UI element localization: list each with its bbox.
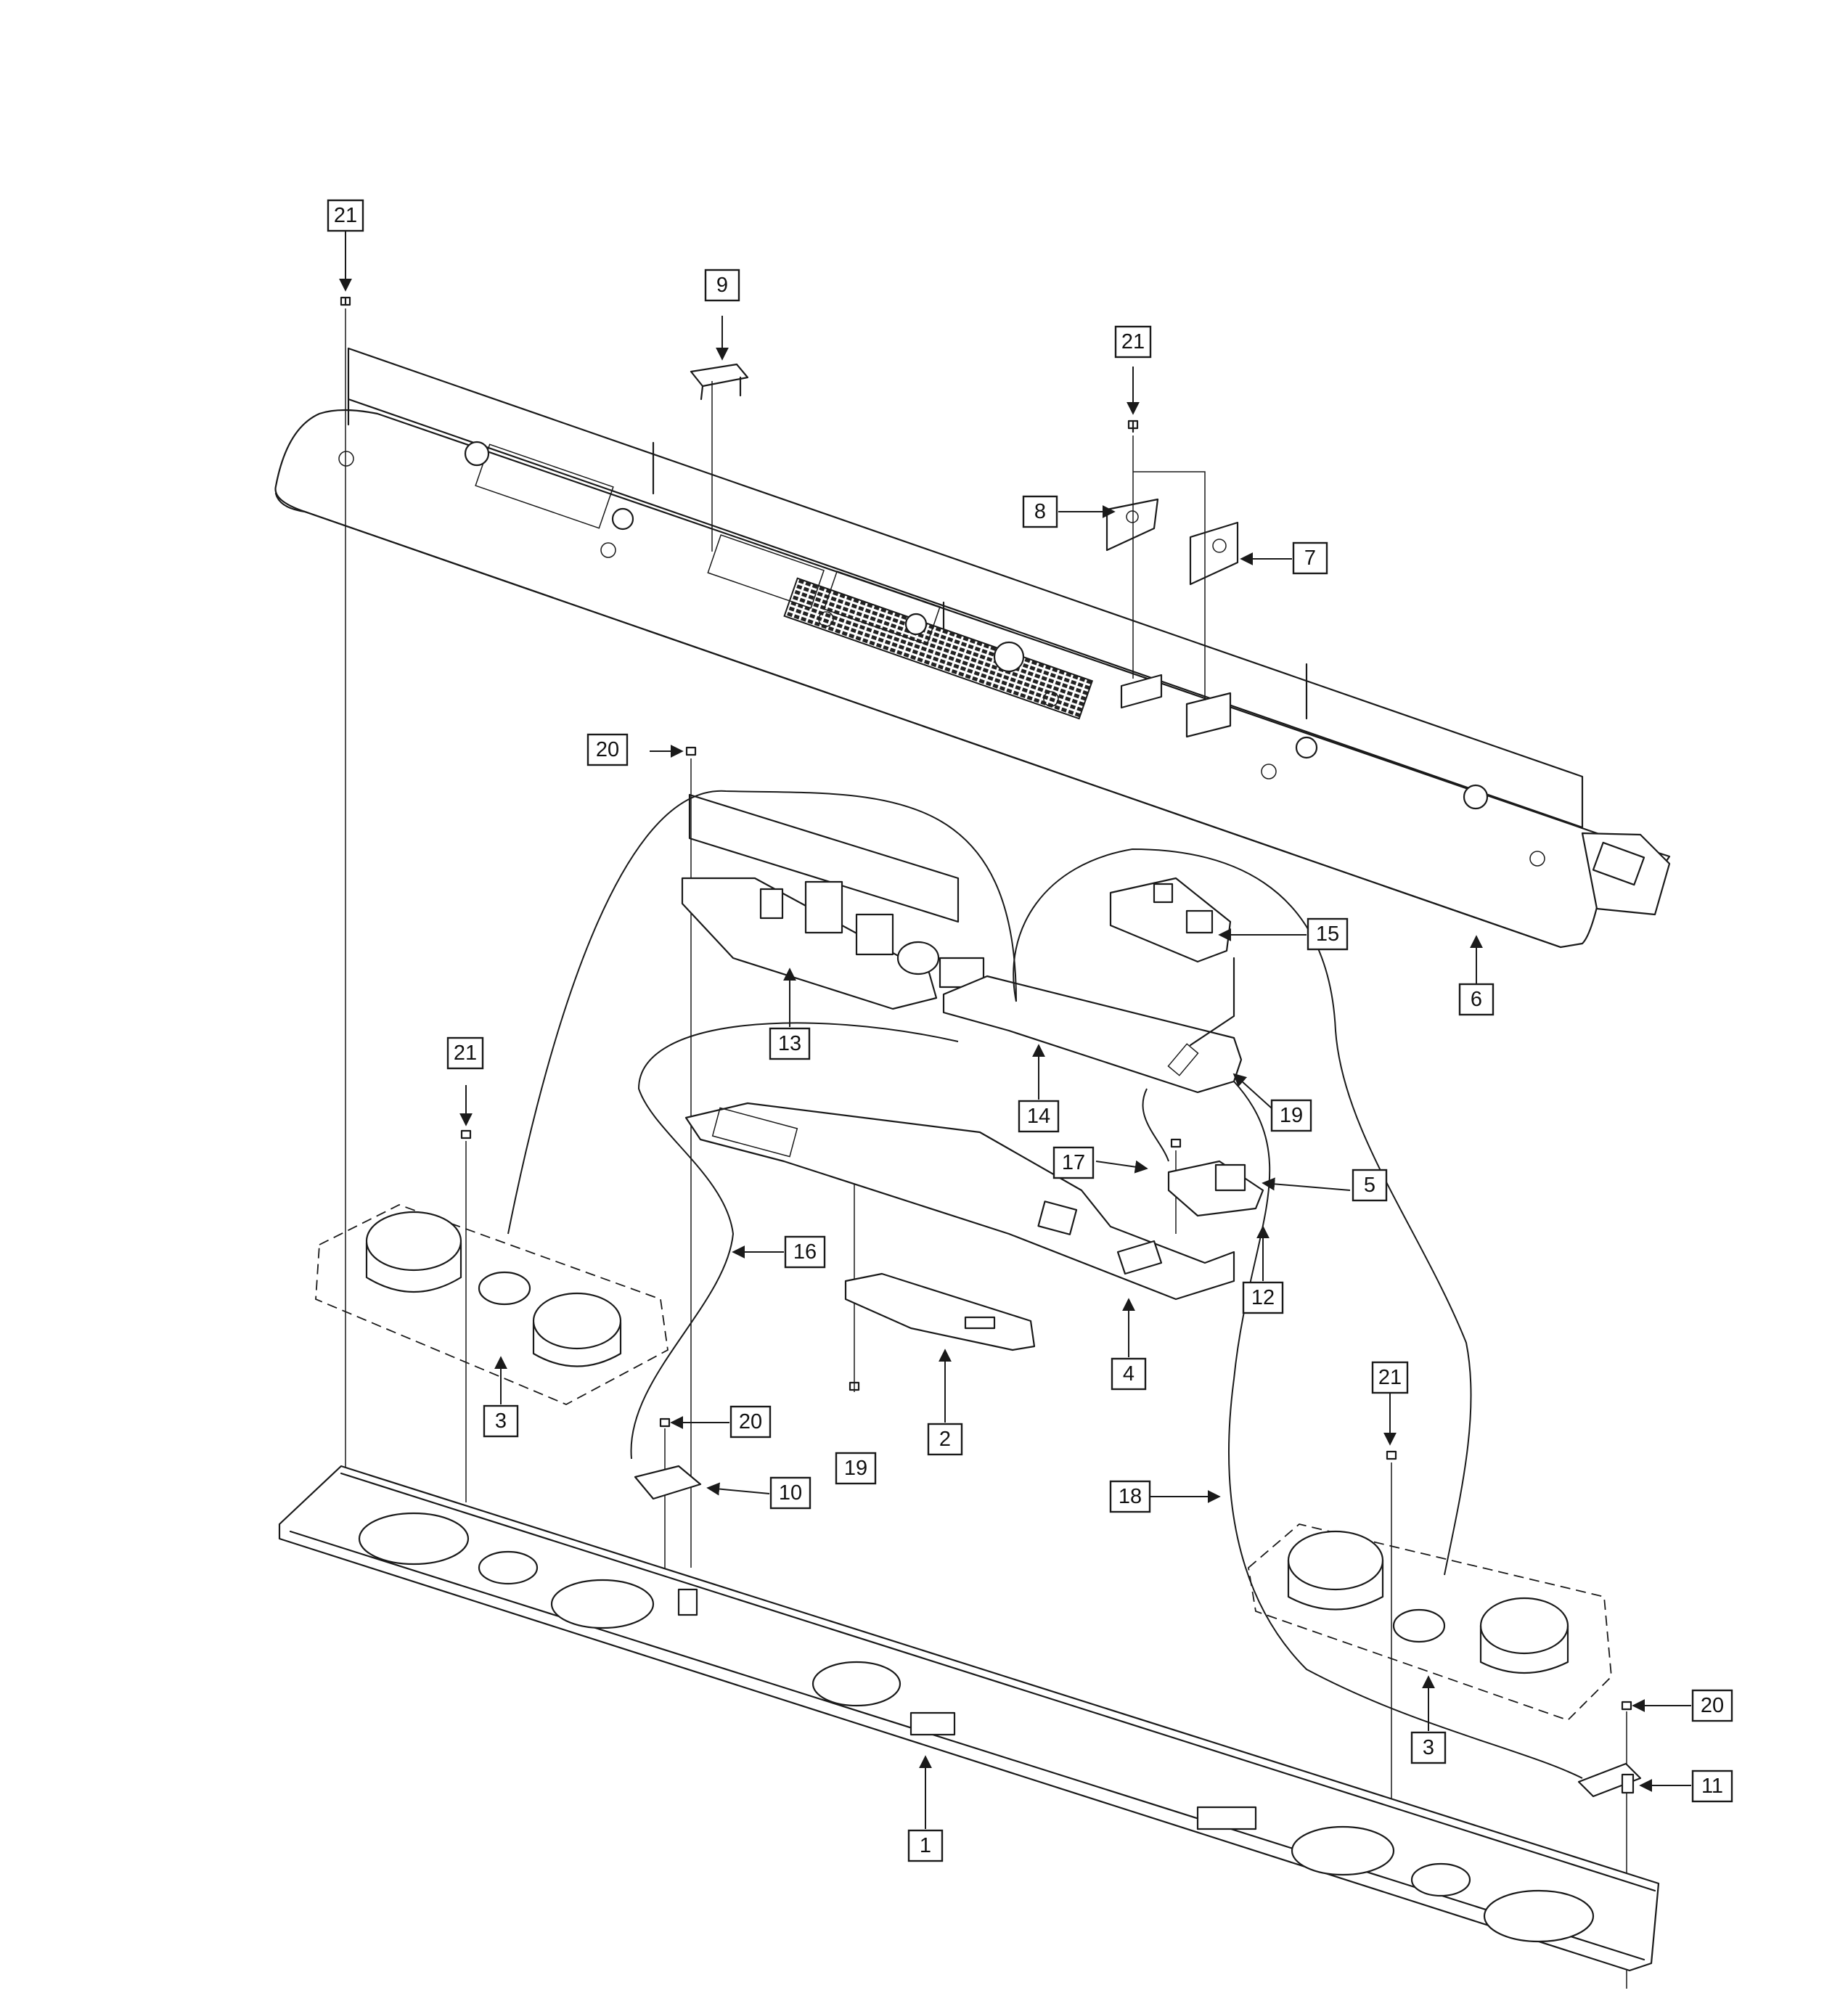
speaker-group-right <box>1248 1523 1612 1722</box>
callout-20-lower: 20 <box>1691 1689 1733 1722</box>
svg-text:5: 5 <box>1364 1174 1375 1197</box>
svg-text:8: 8 <box>1034 500 1046 523</box>
wiring-harness <box>507 790 1583 1779</box>
svg-text:10: 10 <box>779 1481 802 1505</box>
callout-12: 12 <box>1242 1281 1284 1314</box>
base-tray <box>278 1465 1660 1972</box>
svg-text:18: 18 <box>1119 1485 1142 1508</box>
svg-text:21: 21 <box>1121 330 1145 353</box>
callout-16: 16 <box>784 1235 826 1269</box>
main-board-14 <box>942 957 1243 1094</box>
callout-14: 14 <box>1018 1100 1060 1133</box>
svg-text:19: 19 <box>1280 1104 1303 1127</box>
sub-board-5 <box>1167 1160 1264 1217</box>
svg-text:13: 13 <box>778 1032 801 1055</box>
svg-text:14: 14 <box>1027 1105 1050 1128</box>
svg-text:17: 17 <box>1062 1151 1085 1174</box>
callout-5: 5 <box>1352 1169 1388 1202</box>
callout-6: 6 <box>1458 983 1495 1016</box>
callout-18: 18 <box>1109 1480 1151 1513</box>
callout-3-left: 3 <box>483 1404 519 1438</box>
board-10 <box>634 1465 702 1500</box>
callout-2: 2 <box>927 1423 963 1456</box>
svg-text:7: 7 <box>1304 547 1316 570</box>
svg-text:16: 16 <box>793 1240 817 1264</box>
display-board-2 <box>844 1272 1036 1351</box>
leader-lines <box>339 231 1691 1829</box>
callout-13: 13 <box>769 1027 811 1060</box>
svg-text:21: 21 <box>334 204 357 227</box>
svg-text:21: 21 <box>1378 1366 1402 1389</box>
part-9-clip <box>690 363 749 401</box>
screws <box>340 296 1632 1711</box>
svg-text:15: 15 <box>1316 922 1339 946</box>
svg-text:4: 4 <box>1123 1362 1134 1386</box>
svg-text:12: 12 <box>1251 1286 1275 1309</box>
svg-text:6: 6 <box>1471 988 1482 1011</box>
callout-10: 10 <box>769 1476 811 1510</box>
chassis-bracket-12 <box>684 1102 1235 1301</box>
svg-text:20: 20 <box>1701 1694 1724 1717</box>
callout-7: 7 <box>1292 541 1328 575</box>
callout-4: 4 <box>1111 1357 1147 1391</box>
svg-text:20: 20 <box>596 738 619 761</box>
power-board-13 <box>681 793 985 1010</box>
callout-15: 15 <box>1307 917 1349 951</box>
svg-text:21: 21 <box>454 1042 477 1065</box>
mounted-bracket-8 <box>1120 674 1163 709</box>
callout-21-top-left: 21 <box>327 199 364 232</box>
svg-text:3: 3 <box>1423 1736 1434 1759</box>
callout-20-middle: 20 <box>729 1405 772 1439</box>
callout-19-lower: 19 <box>835 1452 877 1485</box>
callout-21-top-right: 21 <box>1114 325 1152 359</box>
callout-21-left: 21 <box>446 1036 484 1070</box>
svg-text:3: 3 <box>495 1409 507 1433</box>
callout-21-right: 21 <box>1371 1361 1409 1394</box>
mounted-bracket-7 <box>1185 692 1232 738</box>
svg-text:1: 1 <box>920 1834 931 1857</box>
input-board-15 <box>1109 877 1232 963</box>
callout-11: 11 <box>1691 1769 1733 1803</box>
svg-text:2: 2 <box>939 1428 951 1451</box>
callout-9: 9 <box>704 269 740 302</box>
svg-text:9: 9 <box>716 274 728 297</box>
callout-1: 1 <box>907 1829 944 1862</box>
svg-text:19: 19 <box>844 1457 867 1480</box>
speaker-group-left <box>315 1204 669 1405</box>
svg-text:20: 20 <box>739 1410 762 1433</box>
callout-8: 8 <box>1022 495 1058 528</box>
top-cabinet <box>274 347 1671 949</box>
part-7-bracket <box>1189 521 1239 586</box>
svg-text:11: 11 <box>1701 1775 1723 1798</box>
callout-17: 17 <box>1052 1146 1095 1179</box>
callout-20-upper: 20 <box>586 733 629 766</box>
board-11 <box>1577 1762 1642 1798</box>
callout-3-right: 3 <box>1410 1731 1447 1764</box>
part-8-bracket <box>1105 498 1159 552</box>
callout-19-upper: 19 <box>1270 1099 1312 1132</box>
